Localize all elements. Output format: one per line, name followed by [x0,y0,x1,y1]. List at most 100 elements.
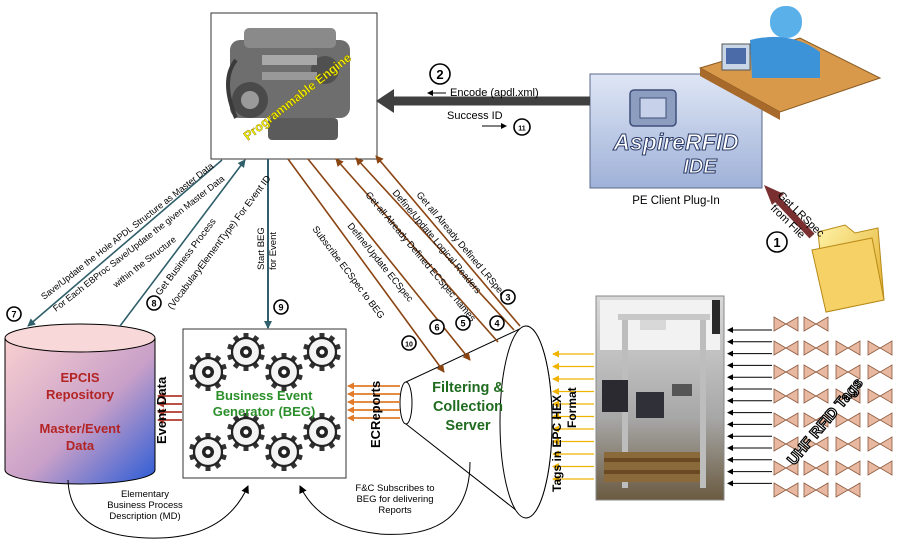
rfid-tag-icon [773,340,799,356]
step-number: 1 [773,235,780,250]
step-number: 8 [151,299,156,309]
tags-hex-line2: Format [565,387,579,428]
event-data-arrows [157,392,182,424]
label-start-beg-line2: for Event [268,232,279,270]
get-lrspec-arrowhead [764,185,784,205]
md-curve [67,479,249,539]
fc-line2: Collection [433,399,503,415]
rfid-tag-icon [803,482,829,498]
gear-icon [227,413,265,451]
step-number: 7 [11,310,16,320]
rfid-tag-icons [773,316,893,498]
fc-line3: Server [445,418,491,434]
fc-server-funnel: Filtering & Collection Server [399,325,553,519]
md-line3: Description (MD) [109,511,180,522]
rfid-tag-icon [773,412,799,428]
step-marker-8: 8 [146,295,162,311]
folder-icon [811,224,885,313]
gear-icon [189,433,227,471]
fc-sub-line1: F&C Subscribes to [355,483,434,494]
step-marker-7: 7 [6,306,22,322]
beg-line1: Business Event [216,388,313,403]
rfid-tag-icon [867,412,893,428]
gear-icon [303,333,341,371]
md-line2: Business Process [107,500,183,511]
flow-define-readers [355,157,515,331]
rfid-tag-icon [835,388,861,404]
step-number: 2 [436,67,443,82]
rfid-tag-icon [835,482,861,498]
fc-sub-line3: Reports [378,505,412,516]
step-marker-10: 10 [401,335,417,351]
step-markers: 1 2 3 4 5 6 7 8 9 10 11 [6,63,788,351]
flow-subscribe-ecspec [287,158,445,373]
rfid-tag-icon [803,436,829,452]
fc-line1: Filtering & [432,380,504,396]
rfid-tag-icon [773,388,799,404]
rfid-tag-icon [803,412,829,428]
gear-icon [265,353,303,391]
encode-label: Encode (apdl.xml) [450,87,539,99]
step-number: 3 [505,293,510,303]
get-lrspec-arrow [771,193,815,239]
aspire-logo-text: AspireRFID [612,129,738,155]
step-number: 9 [278,303,283,313]
encode-arrowhead [376,89,394,113]
label-get-lrspecs: Get all Already Defined LRSpecs [414,190,512,303]
reader-photo [595,295,725,501]
flow-get-lrspecs [375,155,521,327]
step-marker-1: 1 [766,231,788,253]
gear-icon [303,413,341,451]
flow-get-ecspec-names [335,158,499,343]
gear-icon [227,333,265,371]
step-marker-5: 5 [455,315,471,331]
rfid-tag-icon [867,340,893,356]
epcis-repository: EPCIS Repository Master/Event Data [4,323,156,485]
repo-line2: Repository [46,387,115,402]
step-number: 6 [434,323,439,333]
step-number: 4 [494,319,499,329]
rfid-tag-icon [773,436,799,452]
rfid-tag-icon [867,436,893,452]
rfid-tag-icon [803,364,829,380]
rfid-tag-icon [803,340,829,356]
user-at-desk-icon [698,6,882,120]
gear-icon [265,433,303,471]
ecreports-label: ECReports [368,381,383,448]
engine-box: Programmable Engine [210,12,378,160]
rfid-tag-icon [773,460,799,476]
flow-save-apdl [27,159,223,327]
rfid-tag-icon [773,316,799,332]
gear-icons [189,333,341,471]
rfid-tag-icon [835,412,861,428]
label-subscribe-ecspec: Subscribe ECSpec to BEG [310,224,387,321]
rfid-tag-icon [867,364,893,380]
rfid-tag-icon [773,482,799,498]
aspire-caption: PE Client Plug-In [632,195,720,207]
engine-icon [226,28,350,140]
rfid-tag-icon [835,364,861,380]
tag-reader-arrows [727,327,772,487]
step-marker-4: 4 [489,315,505,331]
rfid-tag-icon [835,460,861,476]
repo-line1: EPCIS [60,370,99,385]
beg-box: Business Event Generator (BEG) [182,328,347,479]
rfid-tag-icon [803,460,829,476]
rfid-tag-icon [773,364,799,380]
step-marker-6: 6 [429,319,445,335]
fc-sub-line2: BEG for delivering [356,494,433,505]
ecreports-arrows [347,382,400,422]
step-marker-11: 11 [513,118,531,136]
step-marker-2: 2 [429,63,451,85]
rfid-tag-icon [835,436,861,452]
step-number: 5 [460,319,465,329]
rfid-tag-icon [867,388,893,404]
md-line1: Elementary [121,489,169,500]
rfid-tag-icon [867,460,893,476]
tag-hex-arrows [552,350,594,483]
gear-icon [189,353,227,391]
step-marker-9: 9 [273,299,289,315]
step-number: 11 [518,126,526,133]
aspire-chip-icon [629,89,677,127]
